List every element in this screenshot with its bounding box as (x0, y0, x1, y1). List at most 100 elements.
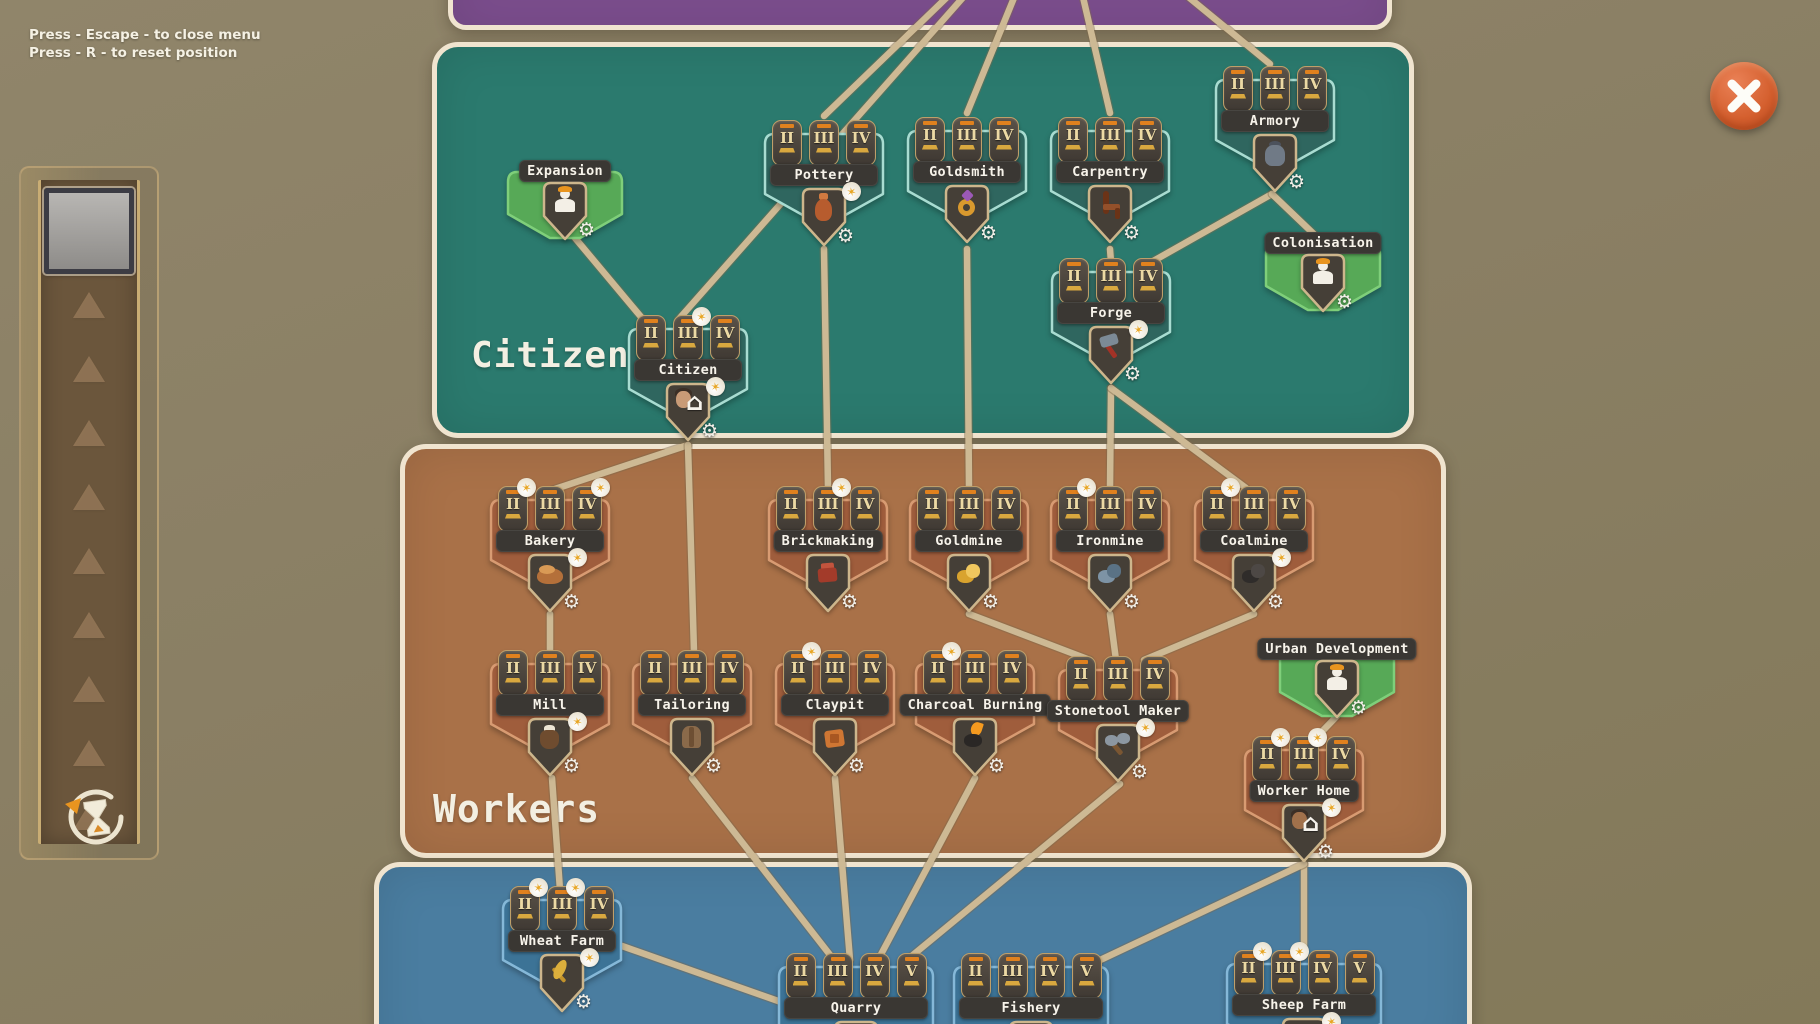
tier-tile-III[interactable]: III (1260, 66, 1290, 112)
coal-flame-shield[interactable]: ⚙ (948, 716, 1005, 778)
tier-tile-II[interactable]: II (640, 650, 670, 696)
stone-ore-shield[interactable]: ⚙ (829, 1019, 883, 1024)
wool-shield[interactable]: ⚙✶ (1277, 1010, 1343, 1024)
tier-tile-II[interactable]: II (915, 117, 945, 163)
tier-tile-IV[interactable]: IV✶ (572, 476, 612, 532)
tier-tile-II[interactable]: II (917, 486, 947, 532)
tier-tile-III[interactable]: III✶ (547, 876, 587, 932)
tier-tile-III[interactable]: III (1096, 258, 1126, 304)
tier-tile-II[interactable]: II (772, 120, 802, 166)
tier-tile-IV[interactable]: IV (989, 117, 1019, 163)
tier-tile-II[interactable]: II (785, 953, 816, 999)
tier-tile-II[interactable]: II (960, 953, 991, 999)
tier-tile-III[interactable]: III (677, 650, 707, 696)
tier-tile-III[interactable]: III (960, 650, 990, 696)
tier-tile-IV[interactable]: IV (1132, 117, 1162, 163)
tier-tile-IV[interactable]: IV (584, 886, 614, 932)
statue-shield[interactable]: ⚙ (1296, 252, 1353, 314)
tier-tile-II[interactable]: II✶ (1202, 476, 1242, 532)
tier-tile-II[interactable]: II (636, 315, 666, 361)
vase-shield[interactable]: ⚙✶ (797, 180, 863, 248)
tier-tile-II[interactable]: II✶ (1252, 726, 1292, 782)
tier-tile-II[interactable]: II✶ (510, 876, 550, 932)
tier-tile-V[interactable]: V (1344, 950, 1375, 996)
tier-tile-II[interactable]: II (1066, 656, 1096, 702)
node-colonisation[interactable]: Colonisation⚙ (1264, 232, 1382, 368)
person-house-shield[interactable]: ⌂⚙✶ (1277, 796, 1343, 864)
tier-tile-II[interactable]: II✶ (1233, 940, 1274, 996)
tier-tile-III[interactable]: III (1239, 486, 1269, 532)
tier-tile-II[interactable]: II (776, 486, 806, 532)
sack-shield[interactable]: ⚙✶ (523, 710, 589, 778)
tier-tile-IV[interactable]: IV (850, 486, 880, 532)
tier-tile-III[interactable]: III (820, 650, 850, 696)
scrollbar-handle[interactable] (44, 188, 134, 274)
tier-tile-III[interactable]: III✶ (1289, 726, 1329, 782)
clay-shield[interactable]: ⚙ (808, 716, 865, 778)
tier-tile-IV[interactable]: IV (714, 650, 744, 696)
tier-tile-III[interactable]: III (954, 486, 984, 532)
close-button[interactable] (1710, 62, 1778, 130)
tier-tile-IV[interactable]: IV (1276, 486, 1306, 532)
statue-shield[interactable]: ⚙ (538, 180, 595, 242)
tier-tile-II[interactable]: II (1223, 66, 1253, 112)
tier-tile-III[interactable]: III (1095, 486, 1125, 532)
iron-ore-shield[interactable]: ⚙ (1083, 552, 1140, 614)
tier-tile-II[interactable]: II✶ (783, 640, 823, 696)
person-house-shield[interactable]: ⌂⚙✶ (661, 375, 727, 443)
chair-shield[interactable]: ⚙ (1083, 183, 1140, 245)
gold-ore-shield[interactable]: ⚙ (942, 552, 999, 614)
tier-tile-IV[interactable]: IV (1132, 486, 1162, 532)
fish-shield[interactable]: ⚙ (1004, 1019, 1058, 1024)
node-urban-development[interactable]: Urban Development⚙ (1257, 638, 1417, 774)
tier-tile-II[interactable]: II (498, 650, 528, 696)
tier-tile-IV[interactable]: IV (846, 120, 876, 166)
tier-tile-III[interactable]: III✶ (673, 305, 713, 361)
tier-tile-IV[interactable]: IV (1133, 258, 1163, 304)
tier-tile-II[interactable]: II (1058, 117, 1088, 163)
tier-tile-IV[interactable]: IV (991, 486, 1021, 532)
tier-tile-IV[interactable]: IV (859, 953, 890, 999)
tier-tile-III[interactable]: III (997, 953, 1028, 999)
tier-tile-IV[interactable]: IV (1307, 950, 1338, 996)
armor-shield[interactable]: ⚙ (1248, 132, 1305, 194)
coal-ore-shield[interactable]: ⚙✶ (1227, 546, 1293, 614)
tier-tile-II[interactable]: II✶ (1058, 476, 1098, 532)
tier-tile-III[interactable]: III (1095, 117, 1125, 163)
tier-tile-II[interactable]: II (1059, 258, 1089, 304)
tier-tile-III[interactable]: III✶ (1270, 940, 1311, 996)
tier-tile-IV[interactable]: IV (1034, 953, 1065, 999)
tier-tile-V[interactable]: V (1071, 953, 1102, 999)
tier-tile-IV[interactable]: IV (710, 315, 740, 361)
tier-tile-II[interactable]: II✶ (923, 640, 963, 696)
tier-tile-III[interactable]: III (822, 953, 853, 999)
scrollbar-track[interactable] (38, 180, 140, 844)
tier-tile-III[interactable]: III (1103, 656, 1133, 702)
brick-shield[interactable]: ⚙ (801, 552, 858, 614)
tier-tile-III[interactable]: III (535, 650, 565, 696)
hammer-shield[interactable]: ⚙✶ (1084, 318, 1150, 386)
tier-tile-IV[interactable]: IV (1140, 656, 1170, 702)
tier-tile-IV[interactable]: IV (1297, 66, 1327, 112)
tier-tile-III[interactable]: III (535, 486, 565, 532)
reset-time-button[interactable] (61, 784, 131, 854)
tier-tile-IV[interactable]: IV (572, 650, 602, 696)
tier-tile-II[interactable]: II✶ (498, 476, 538, 532)
